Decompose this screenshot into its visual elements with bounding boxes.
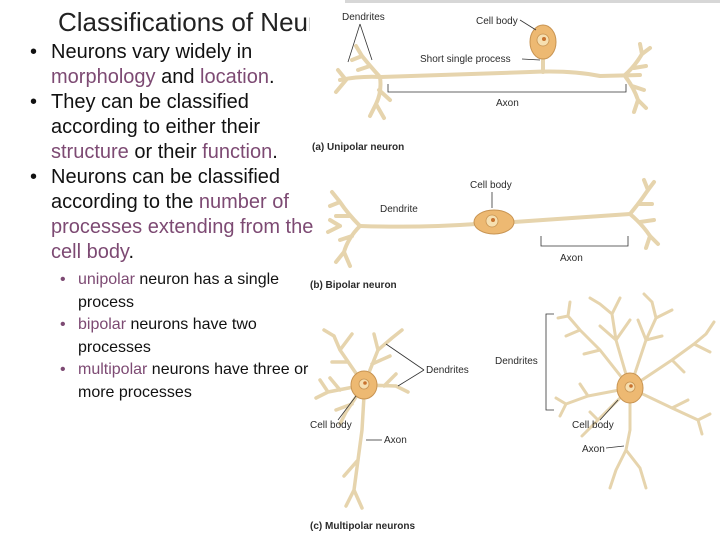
bullet-text: or their — [128, 141, 203, 163]
sub-bullet-dot: • — [60, 271, 66, 288]
label-dendrite: Dendrite — [380, 204, 418, 215]
cell-body-left-leader — [337, 395, 357, 421]
sub-bullet-text: neurons have two processes — [78, 316, 257, 356]
label-axon: Axon — [560, 253, 583, 264]
label-axon-right: Axon — [582, 444, 605, 455]
bullet-text: Neurons vary widely in — [51, 41, 253, 63]
bullet-dot: • — [30, 166, 38, 188]
multipolar-right-nucleolus — [629, 384, 633, 388]
sub-bullet-text: neurons have three or more processes — [78, 361, 309, 401]
highlight-number-of-processes: number of processes extending from the c… — [51, 191, 314, 263]
multipolar-neuron-right — [554, 292, 716, 490]
term-unipolar: unipolar — [78, 271, 135, 288]
label-dendrites-left: Dendrites — [426, 365, 469, 376]
bullet-text: Neurons can be classified according to t… — [51, 166, 281, 213]
unipolar-nucleolus — [542, 37, 546, 41]
multipolar-left-processes — [314, 328, 410, 510]
sub-bullet-dot: • — [60, 316, 66, 333]
multipolar-right-processes — [554, 292, 716, 490]
caption-unipolar: (a) Unipolar neuron — [312, 142, 404, 153]
highlight-structure: structure — [51, 141, 129, 163]
cropped-header-strip — [345, 0, 720, 3]
sub-bullet-bipolar: • bipolar neurons have two processes — [50, 314, 320, 359]
bullet-text: . — [268, 66, 275, 88]
label-cell-body: Cell body — [476, 16, 518, 27]
bullet-morphology: • Neurons vary widely in morphology and … — [30, 40, 320, 90]
axon-right-leader — [605, 445, 625, 449]
bullet-processes: • Neurons can be classified according to… — [30, 165, 320, 265]
bullet-dot: • — [30, 91, 38, 113]
label-cell-body: Cell body — [470, 180, 512, 191]
sub-bullet-unipolar: • unipolar neuron has a single process — [50, 269, 320, 314]
unipolar-neuron: Dendrites Cell body Short single process… — [312, 12, 652, 153]
highlight-function: function — [202, 141, 273, 163]
bullet-text: . — [272, 141, 278, 163]
multipolar-neuron-left — [314, 328, 410, 510]
label-cell-body-right: Cell body — [572, 420, 614, 431]
multipolar-left-nucleolus — [363, 381, 367, 385]
sub-bullet-list: • unipolar neuron has a single process •… — [50, 269, 320, 404]
cell-body-leader — [519, 19, 537, 31]
bullet-text: . — [128, 241, 135, 263]
bipolar-nucleolus — [491, 218, 495, 222]
process-leader — [521, 58, 541, 61]
bullet-dot: • — [30, 41, 38, 63]
dendrites-right-bracket — [545, 313, 554, 411]
label-dendrites: Dendrites — [342, 12, 385, 23]
bullet-text: They can be classified according to eith… — [51, 91, 261, 138]
label-cell-body-left: Cell body — [310, 420, 352, 431]
axon-bracket — [540, 236, 629, 247]
neuron-types-figure: Dendrites Cell body Short single process… — [310, 0, 720, 532]
bullet-classification: • They can be classified according to ei… — [30, 90, 320, 165]
bullet-list: • Neurons vary widely in morphology and … — [30, 40, 320, 404]
cell-body-right-leader — [599, 399, 619, 421]
dendrites-leader — [347, 23, 373, 63]
caption-multipolar: (c) Multipolar neurons — [310, 521, 415, 532]
term-bipolar: bipolar — [78, 316, 127, 333]
label-short-single-process: Short single process — [420, 54, 511, 65]
caption-bipolar: (b) Bipolar neuron — [310, 280, 397, 291]
label-axon: Axon — [496, 98, 519, 109]
highlight-location: location — [200, 66, 269, 88]
sub-bullet-dot: • — [60, 361, 66, 378]
slide-title: Classifications of Neurons — [58, 7, 310, 37]
axon-bracket — [387, 84, 627, 93]
label-dendrites-right: Dendrites — [495, 356, 538, 367]
highlight-morphology: morphology — [51, 66, 156, 88]
sub-bullet-multipolar: • multipolar neurons have three or more … — [50, 359, 320, 404]
dendrites-left-leader — [385, 343, 425, 387]
term-multipolar: multipolar — [78, 361, 148, 378]
label-axon-left: Axon — [384, 435, 407, 446]
bullet-text: and — [155, 66, 200, 88]
bipolar-neuron: Cell body Dendrite Axon (b) Bipolar neur… — [310, 178, 660, 291]
sub-bullet-text: neuron has a single process — [78, 271, 280, 311]
